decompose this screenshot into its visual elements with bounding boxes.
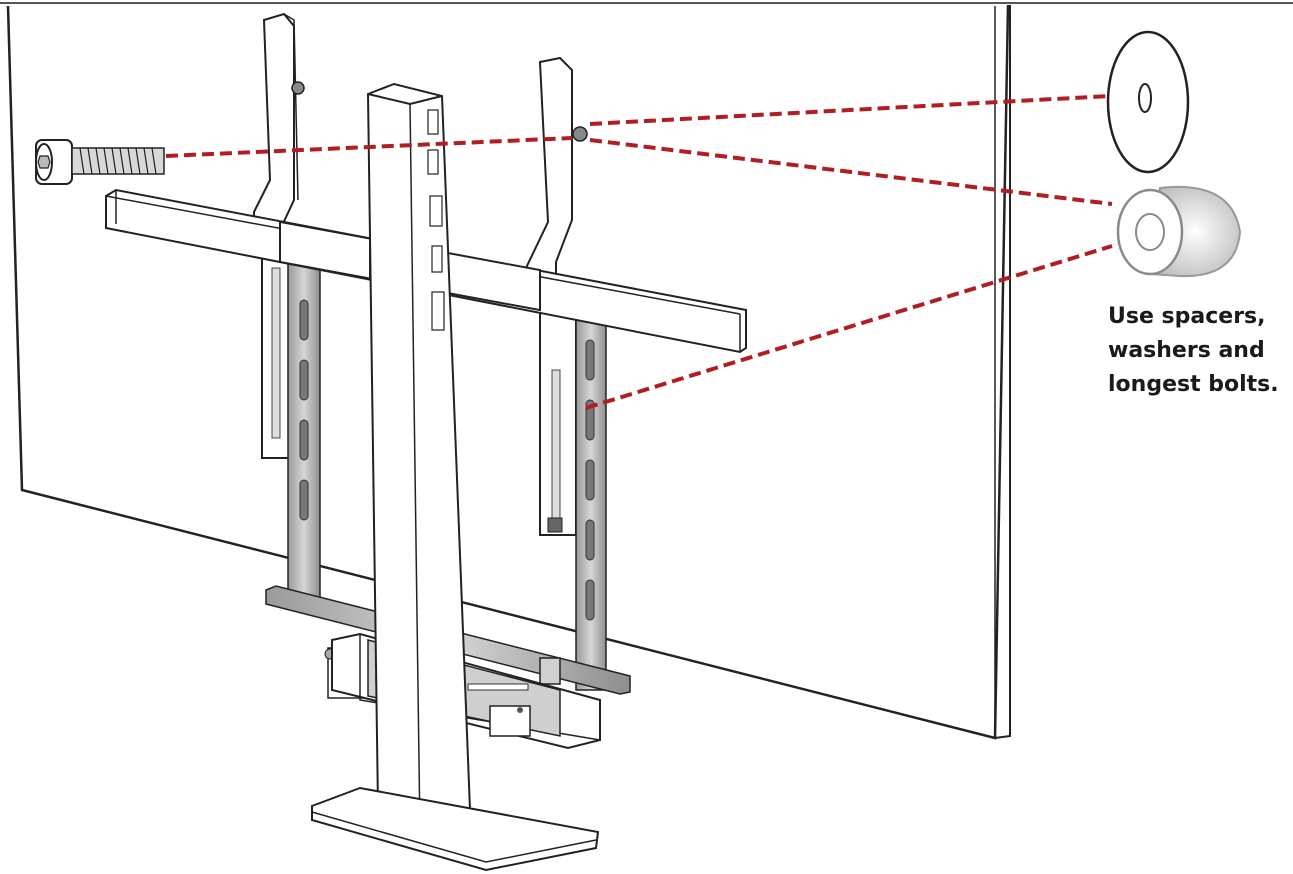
leader-line-lower-spacer (585, 244, 1113, 410)
hex-socket-bolt-icon (35, 139, 165, 185)
left-bracket-arm (244, 12, 321, 603)
tv-panel (6, 4, 1011, 740)
leader-lines (165, 94, 1113, 410)
stand-base (311, 786, 600, 872)
instruction-line-3: longest bolts. (1108, 372, 1279, 397)
right-bracket-arm (521, 56, 607, 691)
instruction-text: Use spacers, washers and longest bolts. (1108, 300, 1293, 402)
instruction-line-2: washers and (1108, 338, 1265, 363)
leader-line-bolt (165, 136, 573, 158)
washer-icon (1106, 30, 1190, 174)
instruction-line-1: Use spacers, (1108, 304, 1266, 329)
leader-line-washer (589, 94, 1111, 126)
spacer-icon (1116, 186, 1242, 278)
leader-line-spacer (589, 138, 1113, 206)
